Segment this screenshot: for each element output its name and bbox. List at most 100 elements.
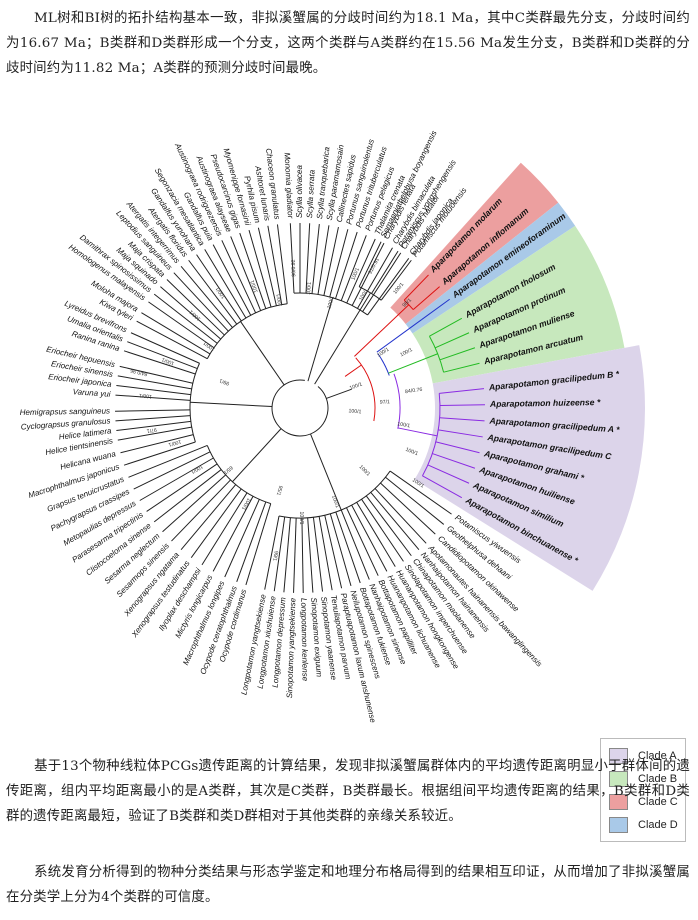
tip-branch xyxy=(438,429,483,438)
tip-branch xyxy=(318,516,333,591)
taxon-label: Monomia gladiator xyxy=(283,152,295,219)
tip-branch xyxy=(380,482,436,535)
tip-branch xyxy=(123,350,196,375)
tip-branch xyxy=(305,223,311,294)
tip-branch xyxy=(329,513,352,586)
tip-branch xyxy=(212,244,252,316)
tip-branch xyxy=(221,240,257,314)
support-value: 100/1 xyxy=(399,347,413,358)
tip-branch xyxy=(432,453,476,469)
paragraph-conclusion: 系统发育分析得到的物种分类结果与形态学鉴定和地理分布格局得到的结果相互印证，从而… xyxy=(6,865,690,905)
support-value: 100/1 xyxy=(358,464,372,478)
tip-branch xyxy=(385,476,445,525)
backbone-branch xyxy=(326,388,352,399)
support-value: 99/1 xyxy=(219,377,231,386)
support-value: 100/1 xyxy=(306,282,313,296)
tip-branch xyxy=(443,362,480,373)
legend-swatch xyxy=(609,748,628,764)
legend-item: Clade C xyxy=(609,793,678,811)
tip-branch xyxy=(180,484,237,551)
clade-c-sector xyxy=(390,162,559,324)
tip-branch xyxy=(139,457,214,501)
tip-branch xyxy=(204,249,247,319)
support-value: 100/1 xyxy=(298,512,304,525)
tip-branch xyxy=(148,301,215,349)
legend-label: Clade D xyxy=(638,819,678,831)
clade-bd-arc xyxy=(377,353,390,376)
circular-tree-svg: Somanniathelphusa boyangensisPotamiscus … xyxy=(20,129,645,724)
tip-branch xyxy=(403,274,429,301)
tip-branch xyxy=(317,225,330,295)
clade-a-base-arc xyxy=(393,373,401,429)
tip-branch xyxy=(115,409,191,412)
support-value: 100/1 xyxy=(349,381,363,391)
tip-branch xyxy=(439,404,485,407)
tip-branch xyxy=(264,515,280,590)
tip-branch xyxy=(117,375,192,390)
tip-branch xyxy=(439,347,476,361)
tip-branch xyxy=(293,517,297,593)
support-value: 100/1 xyxy=(404,447,418,457)
tip-branch xyxy=(160,286,222,340)
tip-branch xyxy=(346,238,376,304)
subtree-stem-branch xyxy=(190,401,273,408)
support-value: 97/1 xyxy=(146,426,157,433)
tip-branch xyxy=(276,224,288,304)
tip-branch xyxy=(115,394,191,401)
support-value: 100/1 xyxy=(161,356,175,366)
tip-branch xyxy=(422,475,463,499)
tip-branch xyxy=(389,470,452,515)
support-value: 100/1 xyxy=(376,347,390,359)
tip-branch xyxy=(329,229,349,298)
tip-branch xyxy=(273,516,286,592)
paragraph-divergence: ML树和BI树的拓扑结构基本一致，非拟溪蟹属的分歧时间约为18.1 Ma，其中C… xyxy=(6,11,690,76)
tip-branch xyxy=(324,515,343,589)
tip-branch xyxy=(323,226,339,296)
tip-branch xyxy=(224,499,260,578)
tip-branch xyxy=(128,444,208,478)
support-value: 84/0.96 xyxy=(130,367,148,377)
support-value: 100/1 xyxy=(189,463,203,475)
tip-branch xyxy=(429,317,463,337)
subtree-stem-branch xyxy=(314,292,371,385)
tip-branch xyxy=(351,242,385,306)
support-value: 65/1 xyxy=(222,464,234,475)
legend-swatch xyxy=(609,794,628,810)
tip-branch xyxy=(439,388,485,394)
tip-branch xyxy=(130,332,200,364)
support-value: 100/1 xyxy=(326,295,336,309)
tip-branch xyxy=(371,250,399,294)
support-value: 97/1 xyxy=(380,399,391,406)
tip-branch xyxy=(340,509,370,580)
tip-branch xyxy=(123,441,196,466)
tip-branch xyxy=(370,491,420,551)
tip-branch xyxy=(201,492,248,566)
tip-branch xyxy=(357,247,393,309)
subtree-stem-branch xyxy=(307,297,334,382)
subtree-stem-branch xyxy=(240,321,285,386)
tip-branch xyxy=(346,507,379,576)
support-value: 100/1 xyxy=(397,421,411,429)
tip-branch xyxy=(362,252,402,312)
tip-branch xyxy=(245,503,272,586)
tip-branch xyxy=(153,469,222,523)
tip-branch xyxy=(166,279,225,336)
tip-branch xyxy=(267,225,283,305)
tip-branch xyxy=(257,227,277,306)
tip-branch xyxy=(117,426,192,441)
support-value: 100/1 xyxy=(330,495,340,509)
tip-branch xyxy=(188,259,238,325)
tip-branch xyxy=(171,479,231,542)
legend-label: Clade C xyxy=(638,796,678,808)
backbone-arc xyxy=(271,379,329,437)
subtree-stem-branch xyxy=(376,319,422,353)
paragraph-genetic-distance: 基于13个物种线粒体PCGs遗传距离的计算结果，发现非拟溪蟹属群体内的平均遗传距… xyxy=(6,759,690,824)
tip-branch xyxy=(162,474,227,533)
taxon-label: Scylla serrata xyxy=(305,169,317,218)
tip-branch xyxy=(361,498,404,562)
tip-branch xyxy=(335,511,361,584)
taxon-label: Varuna yui xyxy=(72,387,111,399)
tip-branch xyxy=(301,517,304,593)
tip-branch xyxy=(136,320,208,360)
